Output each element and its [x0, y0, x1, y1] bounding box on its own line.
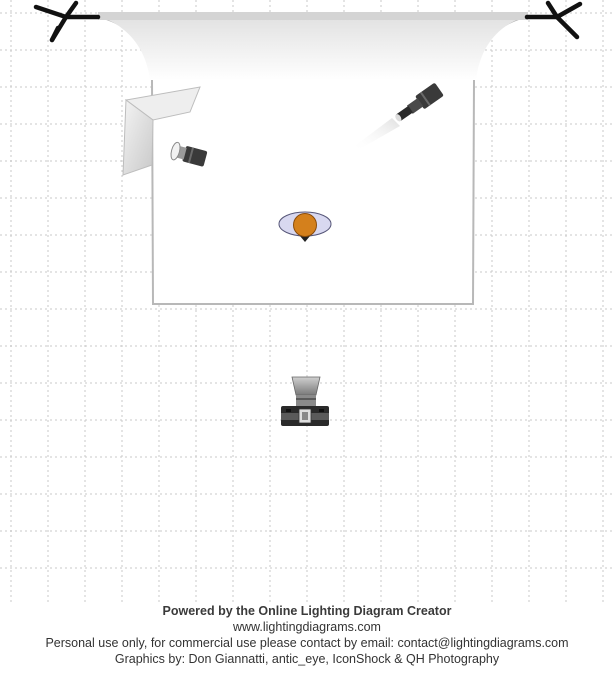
light-stand-right	[524, 0, 583, 40]
footer-license-notice: Personal use only, for commercial use pl…	[45, 636, 569, 650]
footer: Powered by the Online Lighting Diagram C…	[0, 603, 614, 667]
camera	[281, 376, 329, 426]
footer-website: www.lightingdiagrams.com	[233, 620, 381, 634]
footer-graphics-credits: Graphics by: Don Giannatti, antic_eye, I…	[114, 652, 500, 666]
footer-title: Powered by the Online Lighting Diagram C…	[162, 604, 452, 618]
reflector-panel	[122, 86, 201, 176]
lighting-diagram	[0, 0, 614, 604]
subject-person	[278, 211, 332, 242]
light-stand-left	[33, 0, 101, 43]
key-light-strobe	[170, 141, 208, 167]
seamless-backdrop	[98, 12, 528, 305]
rim-light-strobe	[352, 83, 444, 150]
